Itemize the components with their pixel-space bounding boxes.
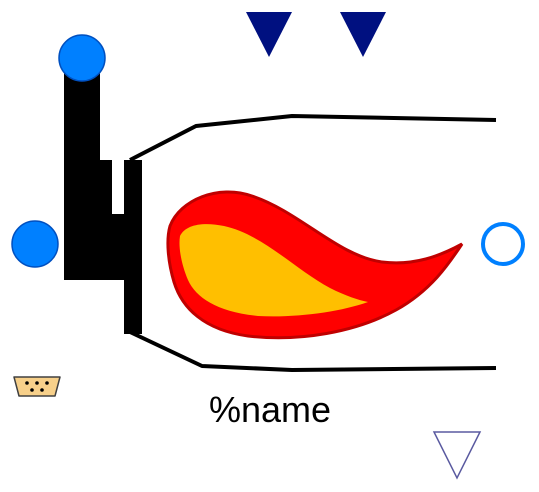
chamber-upper-wall: [129, 114, 497, 162]
bus-connector-icon[interactable]: [13, 376, 61, 397]
flame-inner: [179, 224, 368, 317]
control-input-triangle-left[interactable]: [246, 12, 292, 57]
component-name-label: %name: [208, 389, 332, 430]
fuel-inlet-port-icon[interactable]: [58, 34, 106, 82]
burner-plate: [124, 160, 142, 334]
control-input-triangle-right[interactable]: [340, 12, 386, 57]
chamber-lower-wall: [129, 330, 497, 372]
output-signal-triangle-icon[interactable]: [432, 431, 482, 480]
exhaust-outlet-port-icon[interactable]: [481, 222, 525, 266]
air-inlet-port-icon[interactable]: [11, 220, 59, 268]
